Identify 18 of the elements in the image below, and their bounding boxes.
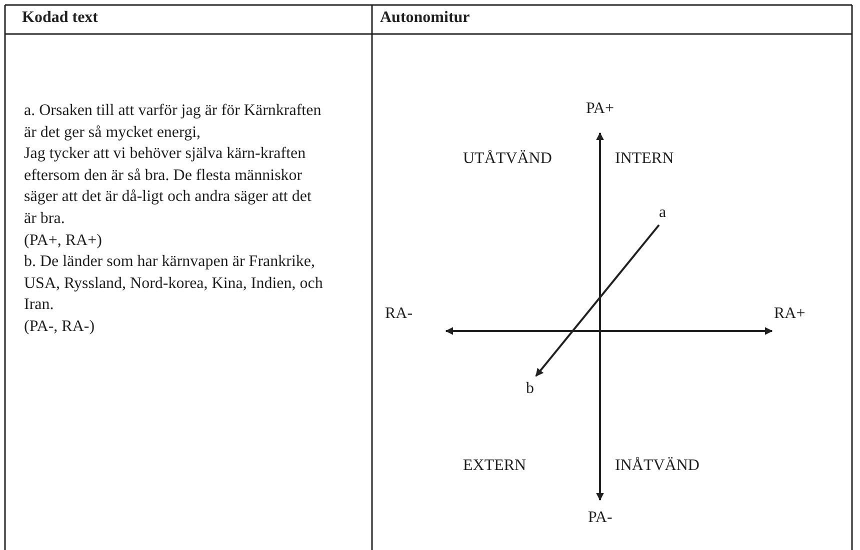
axis-label: RA- — [385, 304, 413, 323]
column-header: Kodad text — [22, 8, 98, 27]
axis-label: INTERN — [615, 149, 674, 168]
code-text: (PA-, RA-) — [24, 316, 96, 337]
point-label: b — [526, 379, 534, 398]
axis-label: UTÅTVÄND — [463, 149, 552, 168]
arrow — [535, 224, 660, 377]
paragraph-text: Jag tycker att vi behöver själva kärn-kraften eftersom den är så bra. De flesta människor säger att det är då-ligt och andra säger att det är bra. — [24, 144, 312, 229]
paragraph-text: a. Orsaken till att varför jag är för Kärnkraften är det ger så mycket energi, — [24, 101, 322, 143]
column-header: Autonomitur — [380, 8, 470, 27]
axis-label: PA- — [588, 508, 612, 527]
point-label: a — [659, 203, 666, 222]
axis-label: EXTERN — [463, 456, 526, 475]
paragraph-text: b. De länder som har kärnvapen är Frankrike, USA, Ryssland, Nord-korea, Kina, Indien, och Iran. — [24, 252, 324, 316]
axis-label: INÅTVÄND — [615, 456, 700, 475]
axis-label: RA+ — [774, 304, 806, 323]
axis-label: PA+ — [586, 99, 614, 118]
code-text: (PA+, RA+) — [24, 230, 103, 251]
